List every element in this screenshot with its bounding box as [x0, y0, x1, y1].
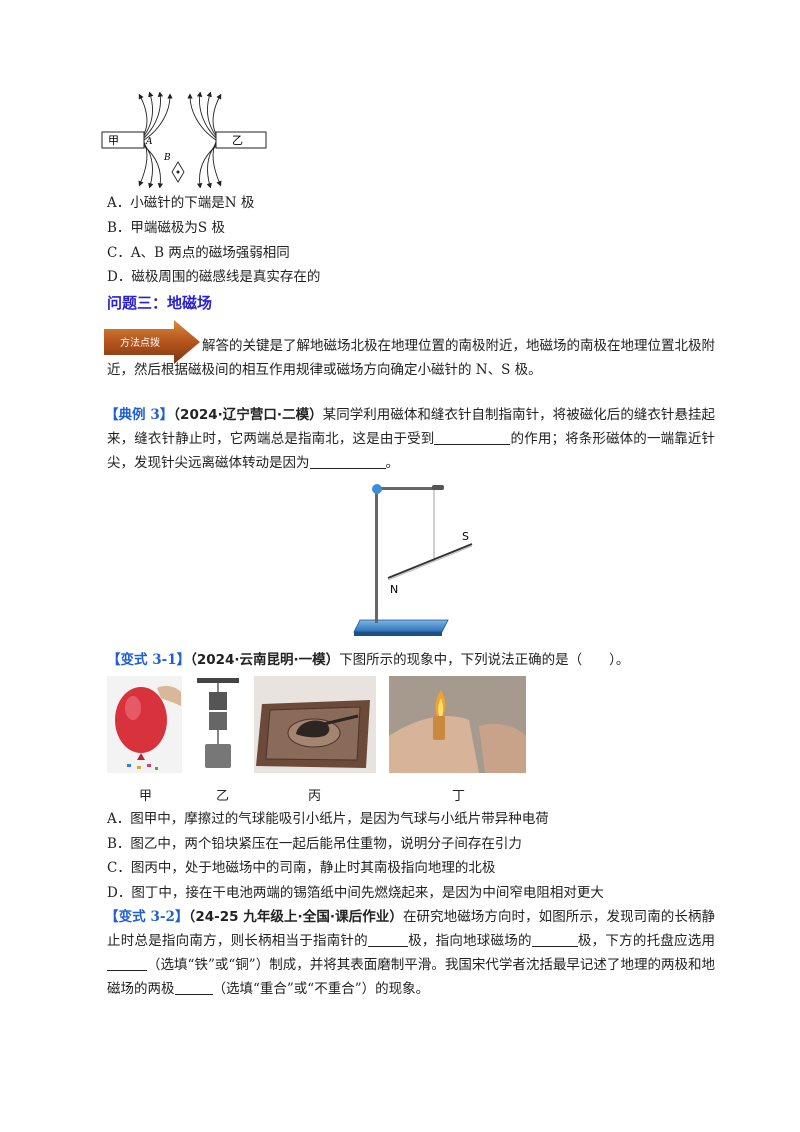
variant-3-2: 【变式 3-2】（24-25 九年级上·全国·课后作业）在研究地磁场方向时，如图…	[105, 909, 716, 997]
blank-2[interactable]	[309, 454, 386, 469]
option-c: C．A、B 两点的磁场强弱相同	[107, 245, 290, 261]
blank-1[interactable]	[434, 430, 511, 445]
example-3-source: （2024·辽宁营口·二模）	[173, 407, 323, 423]
needle-n-label: N	[390, 583, 398, 596]
v31-option-c: C．图丙中，处于地磁场中的司南，静止时其南极指向地理的北极	[107, 860, 496, 876]
lead-blocks-photo	[195, 676, 241, 773]
blank-pole-1[interactable]	[367, 932, 408, 947]
needle-s-label: S	[462, 530, 469, 543]
variant-3-1: 【变式 3-1】（2024·云南昆明·一模）下图所示的现象中，下列说法正确的是（…	[107, 652, 630, 668]
method-tip-badge: 方法点拨	[104, 320, 200, 364]
option-d: D．磁极周围的磁感线是真实存在的	[107, 269, 321, 285]
caption-yi: 乙	[216, 789, 230, 804]
caption-bing: 丙	[308, 789, 322, 804]
badge-text: 方法点拨	[120, 336, 160, 349]
magnet-left-label: 甲	[108, 134, 119, 147]
option-b: B．甲端磁极为S 极	[107, 220, 225, 236]
point-b-label: B	[163, 153, 171, 163]
point-a-label: A	[145, 137, 153, 147]
blank-pole-2[interactable]	[531, 932, 578, 947]
magnet-right-label: 乙	[232, 134, 243, 147]
caption-ding: 丁	[452, 789, 466, 804]
field-lines-figure: 甲 乙 A B	[101, 92, 267, 188]
v31-option-d: D．图丁中，接在干电池两端的锡箔纸中间先燃烧起来，是因为中间窄电阻相对更大	[107, 885, 604, 901]
sinan-compass-photo	[254, 676, 376, 773]
tin-foil-photo	[389, 676, 526, 773]
method-tip-text: 解答的关键是了解地磁场北极在地理位置的南极附近，地磁场的南极在地理位置北极附近，…	[107, 338, 715, 378]
iron-stand-figure: S N	[353, 484, 473, 636]
caption-jia: 甲	[139, 789, 153, 804]
example-3: 【典例 3】（2024·辽宁营口·二模）某同学利用磁体和缝衣针自制指南针，将被磁…	[105, 407, 716, 471]
blank-coincide[interactable]	[174, 980, 213, 995]
example-3-tag: 【典例 3】	[105, 407, 174, 423]
option-a: A．小磁针的下端是N 极	[107, 195, 255, 211]
blank-material[interactable]	[107, 956, 147, 971]
v31-option-a: A．图甲中，摩擦过的气球能吸引小纸片，是因为气球与小纸片带异种电荷	[107, 811, 549, 827]
v31-option-b: B．图乙中，两个铅块紧压在一起后能吊住重物，说明分子间存在引力	[107, 836, 522, 852]
section-title: 问题三：地磁场	[107, 294, 213, 312]
balloon-photo	[107, 676, 182, 773]
